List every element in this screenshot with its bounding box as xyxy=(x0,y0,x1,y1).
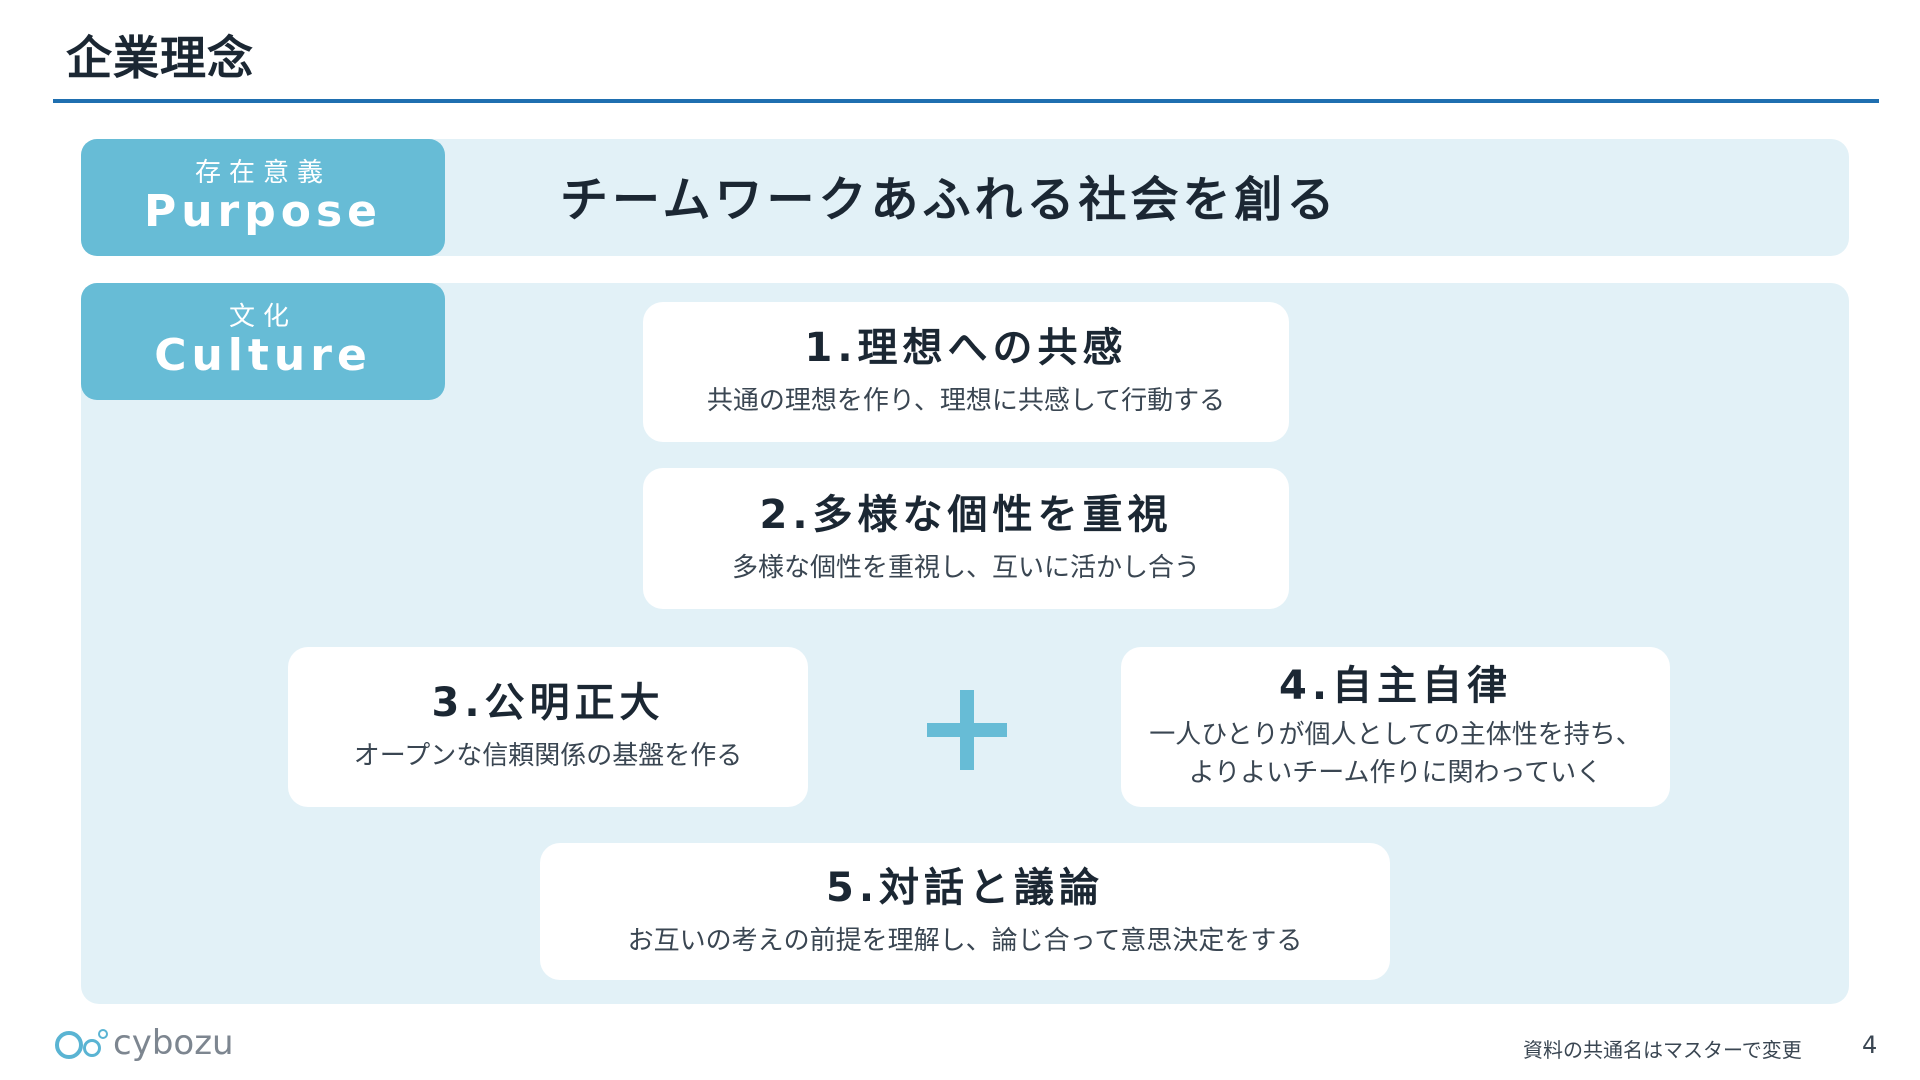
culture-card-description-line: よりよいチーム作りに関わっていく xyxy=(1188,758,1603,788)
purpose-tag-ja: 存在意義 xyxy=(194,158,331,188)
purpose-tag: 存在意義 Purpose xyxy=(81,139,445,256)
culture-card-description: 多様な個性を重視し、互いに活かし合う xyxy=(731,552,1200,583)
culture-card-heading: 3.公明正大 xyxy=(431,680,665,727)
plus-icon xyxy=(927,690,1007,770)
culture-tag-ja: 文化 xyxy=(228,302,297,332)
culture-tag: 文化 Culture xyxy=(81,283,445,400)
footer-note: 資料の共通名はマスターで変更 xyxy=(1523,1038,1802,1062)
culture-card-1: 1.理想への共感 共通の理想を作り、理想に共感して行動する xyxy=(643,302,1289,442)
culture-card-3: 3.公明正大 オープンな信頼関係の基盤を作る xyxy=(288,647,808,807)
page-number: 4 xyxy=(1862,1031,1878,1059)
culture-card-heading: 5.対話と議論 xyxy=(825,864,1105,911)
culture-card-2: 2.多様な個性を重視 多様な個性を重視し、互いに活かし合う xyxy=(643,468,1289,609)
logo-text: cybozu xyxy=(113,1023,234,1063)
purpose-tag-en: Purpose xyxy=(143,185,383,237)
culture-tag-en: Culture xyxy=(154,329,372,381)
slide-title: 企業理念 xyxy=(66,31,254,85)
culture-card-description-line: 一人ひとりが個人としての主体性を持ち、 xyxy=(1149,720,1642,751)
cybozu-logo: cybozu xyxy=(53,1023,234,1063)
culture-card-description: お互いの考えの前提を理解し、論じ合って意思決定をする xyxy=(627,925,1303,956)
purpose-statement: チームワークあふれる社会を創る xyxy=(560,172,1339,228)
culture-card-description: 共通の理想を作り、理想に共感して行動する xyxy=(706,386,1226,417)
culture-card-heading: 1.理想への共感 xyxy=(804,325,1128,372)
culture-card-description: オープンな信頼関係の基盤を作る xyxy=(353,741,743,772)
culture-card-description: 一人ひとりが個人としての主体性を持ち、 よりよいチーム作りに関わっていく xyxy=(1149,717,1641,792)
culture-card-heading: 2.多様な個性を重視 xyxy=(759,491,1173,538)
logo-circles-icon xyxy=(53,1023,109,1063)
culture-card-5: 5.対話と議論 お互いの考えの前提を理解し、論じ合って意思決定をする xyxy=(540,843,1390,980)
title-divider xyxy=(53,99,1879,103)
culture-card-4: 4.自主自律 一人ひとりが個人としての主体性を持ち、 よりよいチーム作りに関わっ… xyxy=(1121,647,1670,807)
culture-card-heading: 4.自主自律 xyxy=(1278,663,1513,710)
